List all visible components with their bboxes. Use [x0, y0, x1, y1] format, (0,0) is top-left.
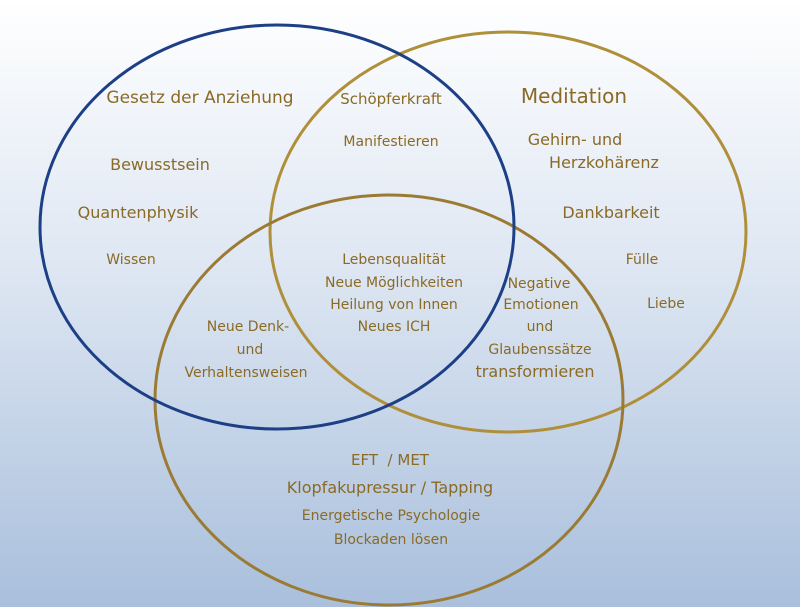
label-quantum-physics: Quantenphysik [78, 203, 199, 222]
label-gratitude: Dankbarkeit [562, 203, 659, 222]
circle-right [268, 30, 748, 434]
label-meditation: Meditation [521, 84, 627, 108]
label-new-behavior-line1: Neue Denk- [207, 319, 289, 335]
label-love: Liebe [647, 296, 685, 312]
label-eft-met: EFT / MET [351, 451, 430, 469]
label-transform-line2: Emotionen [503, 297, 578, 313]
label-transform-line5: transformieren [476, 362, 595, 381]
label-new-behavior-line2: und [237, 342, 264, 358]
label-coherence-line2: Herzkohärenz [549, 153, 659, 172]
label-abundance: Fülle [626, 252, 659, 268]
label-coherence-line1: Gehirn- und [528, 130, 623, 149]
label-tapping: Klopfakupressur / Tapping [287, 478, 493, 497]
label-law-of-attraction: Gesetz der Anziehung [106, 88, 293, 108]
label-knowledge: Wissen [106, 252, 156, 268]
label-center-line3: Heilung von Innen [330, 297, 458, 313]
label-manifest: Manifestieren [343, 134, 438, 150]
label-transform-line3: und [527, 319, 554, 335]
label-center-line1: Lebensqualität [342, 252, 446, 268]
label-center-line2: Neue Möglichkeiten [325, 275, 463, 291]
label-transform-line4: Glaubenssätze [488, 342, 591, 358]
label-transform-line1: Negative [508, 276, 571, 292]
label-awareness: Bewusstsein [110, 155, 210, 174]
label-release-blocks: Blockaden lösen [334, 532, 448, 548]
label-center-line4: Neues ICH [358, 319, 431, 335]
label-new-behavior-line3: Verhaltensweisen [185, 365, 308, 381]
label-energy-psychology: Energetische Psychologie [302, 508, 480, 524]
label-creative-power: Schöpferkraft [340, 90, 442, 108]
circle-left [38, 23, 516, 431]
